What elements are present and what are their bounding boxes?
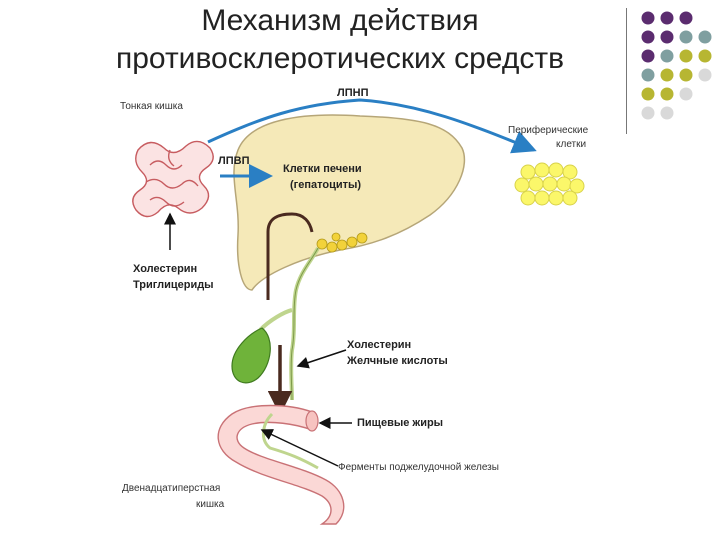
- decor-dot: [641, 30, 655, 44]
- decor-dot: [679, 87, 693, 101]
- decor-dot: [641, 106, 655, 120]
- dot-row-1: [641, 11, 693, 25]
- dot-row-6: [641, 106, 674, 120]
- bile-flow-arrow: [266, 212, 314, 300]
- decor-dot: [660, 87, 674, 101]
- liver-shape: [233, 114, 466, 291]
- fat-globules: [316, 232, 368, 253]
- gallbladder-shape: [231, 327, 271, 384]
- slide-title-line-1: Механизм действия: [201, 4, 479, 37]
- small-intestine-shape: [132, 140, 214, 218]
- label-cholesterol-1: Холестерин: [133, 263, 198, 275]
- label-cholesterol-2: Холестерин: [347, 339, 412, 351]
- label-triglycerides: Триглицериды: [133, 279, 214, 291]
- duodenum-end: [305, 410, 319, 432]
- decor-dot: [660, 30, 674, 44]
- decor-dot: [641, 11, 655, 25]
- label-pancreatic-enzymes: Ферменты поджелудочной железы: [338, 462, 499, 473]
- decor-divider-line: [626, 8, 627, 134]
- label-small-intestine: Тонкая кишка: [120, 101, 183, 112]
- slide-title: Механизм действия противосклеротических …: [60, 2, 620, 78]
- decor-dot: [698, 30, 712, 44]
- decor-dot: [698, 68, 712, 82]
- label-peripheral-cells-2: клетки: [556, 139, 587, 150]
- decor-dot: [660, 68, 674, 82]
- peripheral-cells-shape: [514, 162, 585, 206]
- slide-title-line-2: противосклеротических средств: [115, 42, 565, 75]
- decor-dot: [679, 30, 693, 44]
- duodenum-shape: [217, 404, 345, 525]
- dot-row-5: [641, 87, 693, 101]
- ldl-arrow: [207, 98, 537, 154]
- pancreatic-duct: [262, 412, 319, 470]
- label-bile-acids: Желчные кислоты: [347, 355, 448, 367]
- decor-dot: [641, 87, 655, 101]
- decor-dot-grid: [641, 11, 712, 120]
- decor-dot: [679, 11, 693, 25]
- label-duodenum-2: кишка: [196, 499, 225, 510]
- label-liver-cells-1: Клетки печени: [283, 163, 362, 175]
- decor-dot: [679, 68, 693, 82]
- decor-dot: [679, 49, 693, 63]
- decor-dot: [698, 49, 712, 63]
- label-ldl: ЛПНП: [337, 87, 369, 99]
- decor-dot: [641, 49, 655, 63]
- cystic-duct: [258, 308, 293, 332]
- label-duodenum-1: Двенадцатиперстная: [122, 483, 221, 494]
- decor-dot: [641, 68, 655, 82]
- label-peripheral-cells-1: Периферические: [508, 125, 589, 136]
- dot-row-4: [641, 68, 712, 82]
- label-hdl: ЛПВП: [218, 155, 250, 167]
- decor-dot: [660, 11, 674, 25]
- decor-dot: [660, 106, 674, 120]
- dot-row-3: [641, 49, 712, 63]
- label-liver-cells-2: (гепатоциты): [290, 179, 362, 191]
- decor-dot: [660, 49, 674, 63]
- bile-acids-arrow: [296, 349, 347, 369]
- enzymes-arrow: [260, 429, 339, 467]
- label-dietary-fats: Пищевые жиры: [357, 417, 444, 429]
- dot-row-2: [641, 30, 712, 44]
